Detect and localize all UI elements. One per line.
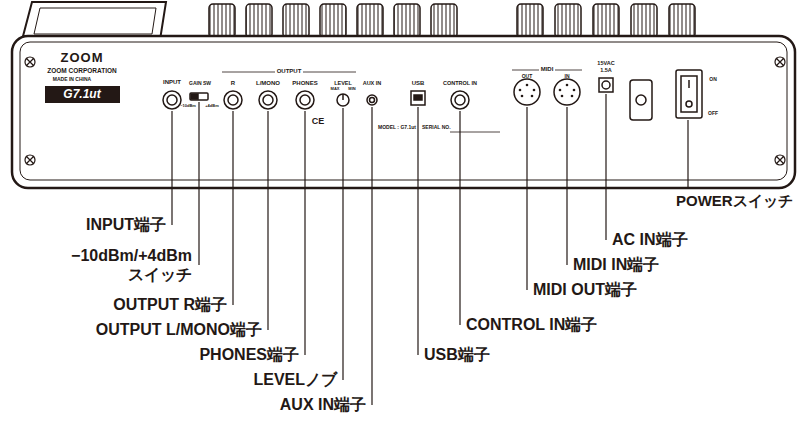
leader-line [304,111,305,355]
knob-row [209,4,695,38]
panel-print: MODEL : G7.1ut [378,124,416,130]
print-lines [222,70,582,132]
panel-print: CONTROL IN [443,80,477,87]
knob [431,4,457,38]
panel-print: MIN [348,87,355,92]
panel-print: MIDI [539,66,556,73]
pedal-edge [34,8,156,34]
panel-inner-edge [20,42,787,180]
callout-label: MIDI IN端子 [573,255,659,274]
knob [669,4,695,38]
panel-print: ON [709,76,717,82]
panel-print: MAX [331,87,340,92]
panel-print: USB [412,80,425,87]
knob [283,4,309,38]
knob [357,4,383,38]
panel-print: ZOOM [61,50,104,66]
knob [394,4,420,38]
panel-print: INPUT [163,79,181,86]
model-badge [45,86,120,103]
leader-line [232,111,233,305]
panel-print: L/MONO [256,80,280,87]
panel-print: OUT [522,73,533,79]
pedal [22,2,166,40]
panel-print: SERIAL NO. [422,124,451,130]
knob [593,4,619,38]
panel-print: LEVEL [334,80,352,87]
panel-print: −10dBm [180,104,196,109]
leader-line [198,102,199,265]
callout-label: USB端子 [424,345,490,364]
knob [320,4,346,38]
callout-label: OUTPUT R端子 [113,295,227,314]
panel-print: AUX IN [363,80,382,87]
knob [555,4,581,38]
knob [246,4,272,38]
leader-line [687,120,688,188]
panel-print: 1.5A [600,67,612,74]
leader-line [371,107,372,405]
midi-pins [519,84,576,98]
knob [517,4,543,38]
panel-print: IN [565,73,570,79]
panel-print: OUTPUT [275,68,304,75]
panel-print: G7.1ut [63,87,100,101]
callout-label: −10dBm/+4dBm スイッチ [67,246,192,284]
callout-label: AC IN端子 [612,230,688,249]
panel-print: ZOOM CORPORATION [47,67,117,75]
panel-body [12,36,795,188]
callout-label: LEVELノブ [253,370,337,389]
panel-print: PHONES [292,80,317,87]
leader-line [459,111,460,325]
panel-print: MADE IN CHINA [53,76,91,82]
leader-line [267,111,268,330]
callout-label: AUX IN端子 [280,395,366,414]
panel-print: GAIN SW [189,80,211,86]
leader-line [566,107,567,265]
panel-print: +4dBm [205,104,218,109]
jacks [163,70,702,120]
callout-label: MIDI OUT端子 [533,280,637,299]
screws [25,57,785,165]
panel-print: OFF [708,110,718,116]
leader-line [342,108,343,380]
callout-label: POWERスイッチ [676,192,793,210]
panel-print: 15VAC [597,60,614,67]
callout-label: INPUT端子 [86,215,166,234]
leader-line [605,94,606,240]
leader-line [171,111,172,225]
knob [631,4,657,38]
callout-label: PHONES端子 [199,345,299,364]
knob [209,4,235,38]
callout-label: CONTROL IN端子 [466,315,597,334]
panel-print: CE [312,116,325,127]
leader-line [526,107,527,290]
leader-line [417,107,418,355]
panel-print: R [231,80,235,87]
callout-label: OUTPUT L/MONO端子 [96,320,262,339]
